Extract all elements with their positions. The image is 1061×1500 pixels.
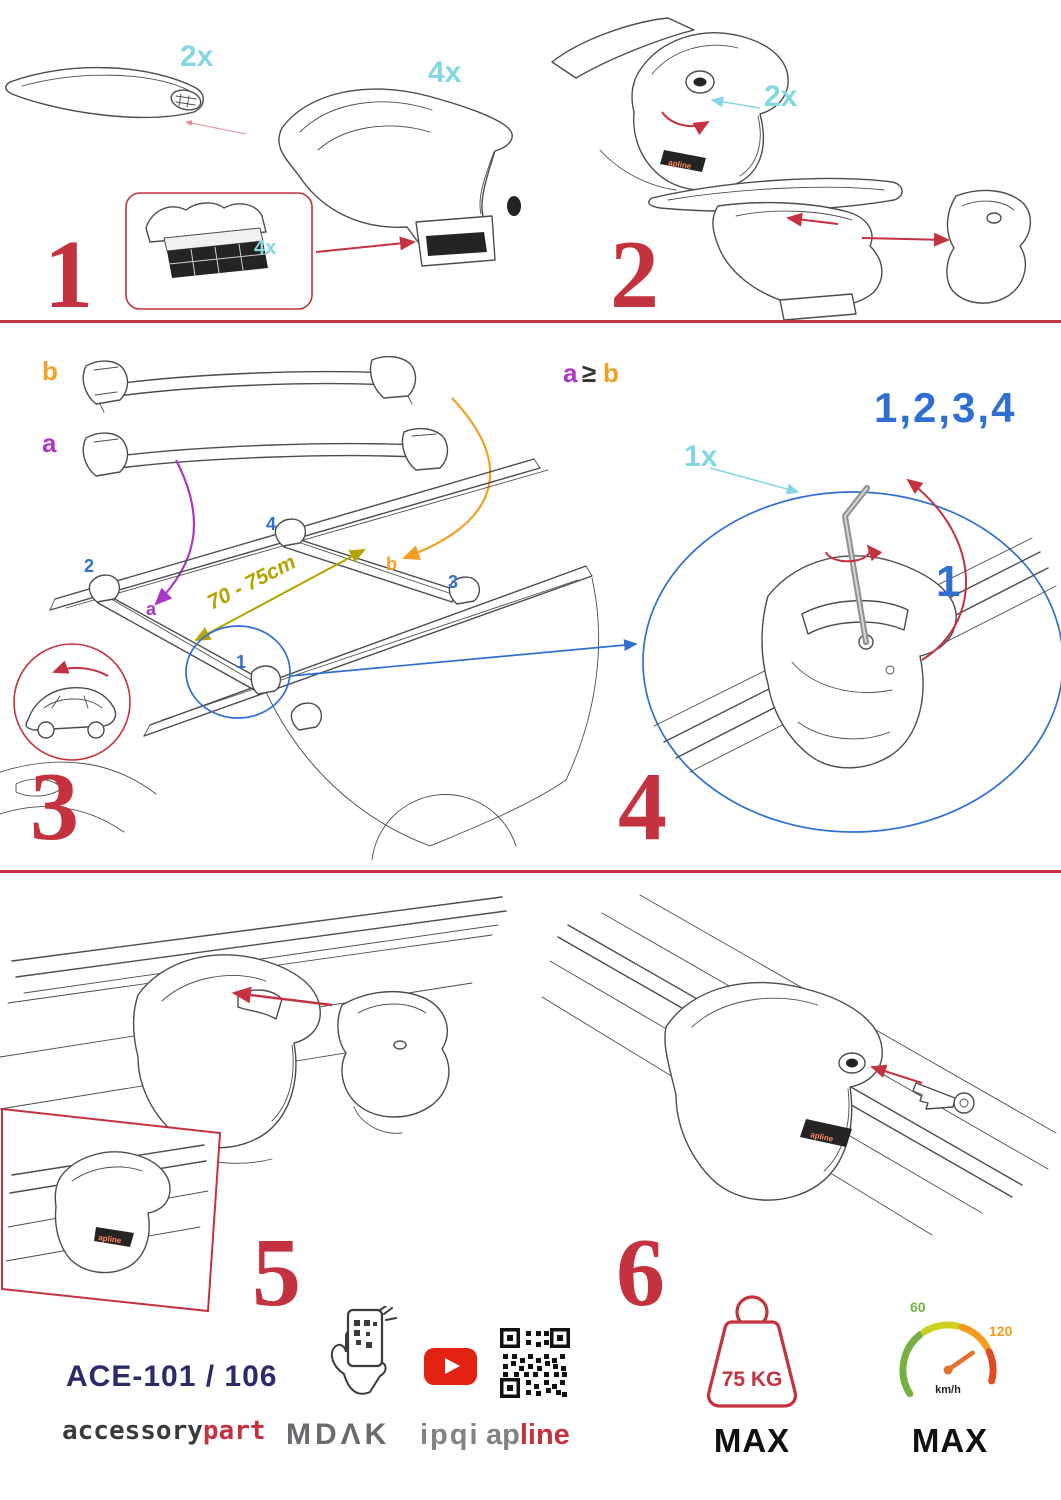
tighten-first-label: 1 [936, 557, 960, 606]
step1-foot-drawing [278, 88, 521, 267]
span-measure-arrow [194, 549, 366, 641]
pad-insert-arrow [315, 236, 416, 253]
step3-number: 3 [30, 753, 79, 861]
key-qty-pointer [710, 96, 761, 109]
ipqi-logo: ipqi [420, 1419, 480, 1451]
tighten-order-arrow [906, 478, 967, 661]
foot-brand-mark: apline [98, 1233, 123, 1245]
apline-logo: apline [486, 1419, 570, 1452]
cover-remove-arrow [231, 986, 333, 1007]
step2-lock-foot-drawing: apline [551, 17, 789, 192]
brand-red: part [202, 1416, 266, 1446]
cond-a-label: a [563, 358, 578, 388]
qr-code-icon [500, 1328, 570, 1398]
step5-cover-drawing [0, 896, 507, 1164]
step1-pad-qty-label: 4x [254, 237, 276, 259]
speed-high-label: 120 [989, 1323, 1013, 1339]
step2-endcap-drawing [648, 177, 1031, 321]
youtube-icon [424, 1348, 477, 1385]
bar-a-label: a [42, 428, 57, 458]
foot-brand-mark: apline [668, 158, 693, 171]
product-code: ACE-101 / 106 [66, 1360, 278, 1393]
cond-op-label: ≥ [582, 358, 596, 388]
roof-pos-2: 2 [84, 556, 94, 576]
speed-max-label: MAX [911, 1422, 989, 1459]
apline-red: line [519, 1419, 570, 1451]
key-turn-arrow [661, 111, 710, 136]
steps-1-2-illustration: 2x 4x 4x apline 2x [5, 17, 1031, 321]
mdak-logo: MDΛK [286, 1418, 391, 1451]
step2-number: 2 [610, 221, 659, 329]
section-divider-1 [0, 320, 1061, 323]
key-insert-arrow [870, 1064, 923, 1084]
detail-link-arrow [289, 639, 638, 677]
roof-pos-3: 3 [448, 572, 458, 592]
step1-bar-qty-label: 2x [180, 40, 214, 73]
endcap-attach-arrow [861, 232, 950, 247]
step3-bar-b-drawing [82, 355, 417, 413]
weight-value-label: 75 KG [722, 1368, 783, 1391]
bar-b-label: b [42, 356, 58, 386]
step1-foot-qty-label: 4x [428, 56, 462, 89]
bar-b-position-arrow [401, 397, 491, 560]
step6-number: 6 [616, 1219, 665, 1327]
step3-bar-a-drawing [82, 427, 449, 477]
tool-qty-label: 1x [684, 440, 718, 473]
phone-scan-icon [330, 1306, 397, 1395]
car-direction-arrow [52, 660, 109, 677]
step4-foot-detail-drawing [653, 485, 1057, 773]
play-icon [445, 1358, 460, 1374]
step3-roof-drawing [0, 458, 600, 861]
roof-pos-4: 4 [266, 514, 276, 534]
step4-number: 4 [618, 753, 667, 861]
bar-a-position-arrow [154, 459, 196, 606]
step1-crossbar-drawing [5, 66, 204, 119]
steps-5-6-illustration: apline apline [0, 894, 1057, 1313]
brand-wordmark: accessorypart [62, 1416, 266, 1446]
apline-gray: ap [486, 1419, 520, 1451]
roof-pos-b: b [386, 554, 397, 574]
roof-pos-a: a [146, 599, 157, 619]
step1-pad-inset: 4x [125, 192, 313, 310]
step1-number: 1 [44, 221, 93, 329]
tighten-sequence-label: 1,2,3,4 [874, 384, 1016, 431]
cover-slide-arrow [786, 212, 839, 227]
step5-number: 5 [252, 1219, 301, 1327]
speed-unit-label: km/h [935, 1384, 961, 1396]
car-direction-inset [13, 643, 131, 761]
roof-pos-1: 1 [236, 652, 246, 672]
cond-b-label: b [603, 358, 619, 388]
weight-limit-icon: 75 KG [706, 1295, 798, 1408]
bar-pointer-arrow [185, 120, 247, 135]
detail-highlight-circle [185, 625, 291, 719]
speedometer-icon: 60 120 km/h [899, 1299, 1013, 1398]
bolt-turn-arrow [825, 544, 883, 563]
detail-zoom-ellipse [642, 491, 1061, 833]
steps-3-4-illustration: b a 2 4 b 3 a 1 70 - 75cm [0, 355, 1061, 861]
speed-low-label: 60 [910, 1299, 926, 1315]
section-divider-2 [0, 870, 1061, 873]
weight-max-label: MAX [713, 1422, 791, 1459]
step5-result-inset: apline [0, 1107, 222, 1313]
tool-qty-pointer [709, 467, 800, 495]
key-drawing [912, 1082, 975, 1114]
brand-gray: accessory [62, 1416, 203, 1446]
span-measure-label: 70 - 75cm [204, 550, 300, 614]
step6-lock-drawing: apline [541, 894, 1057, 1236]
step2-key-qty-label: 2x [764, 80, 798, 113]
gauge-needle [945, 1350, 975, 1373]
